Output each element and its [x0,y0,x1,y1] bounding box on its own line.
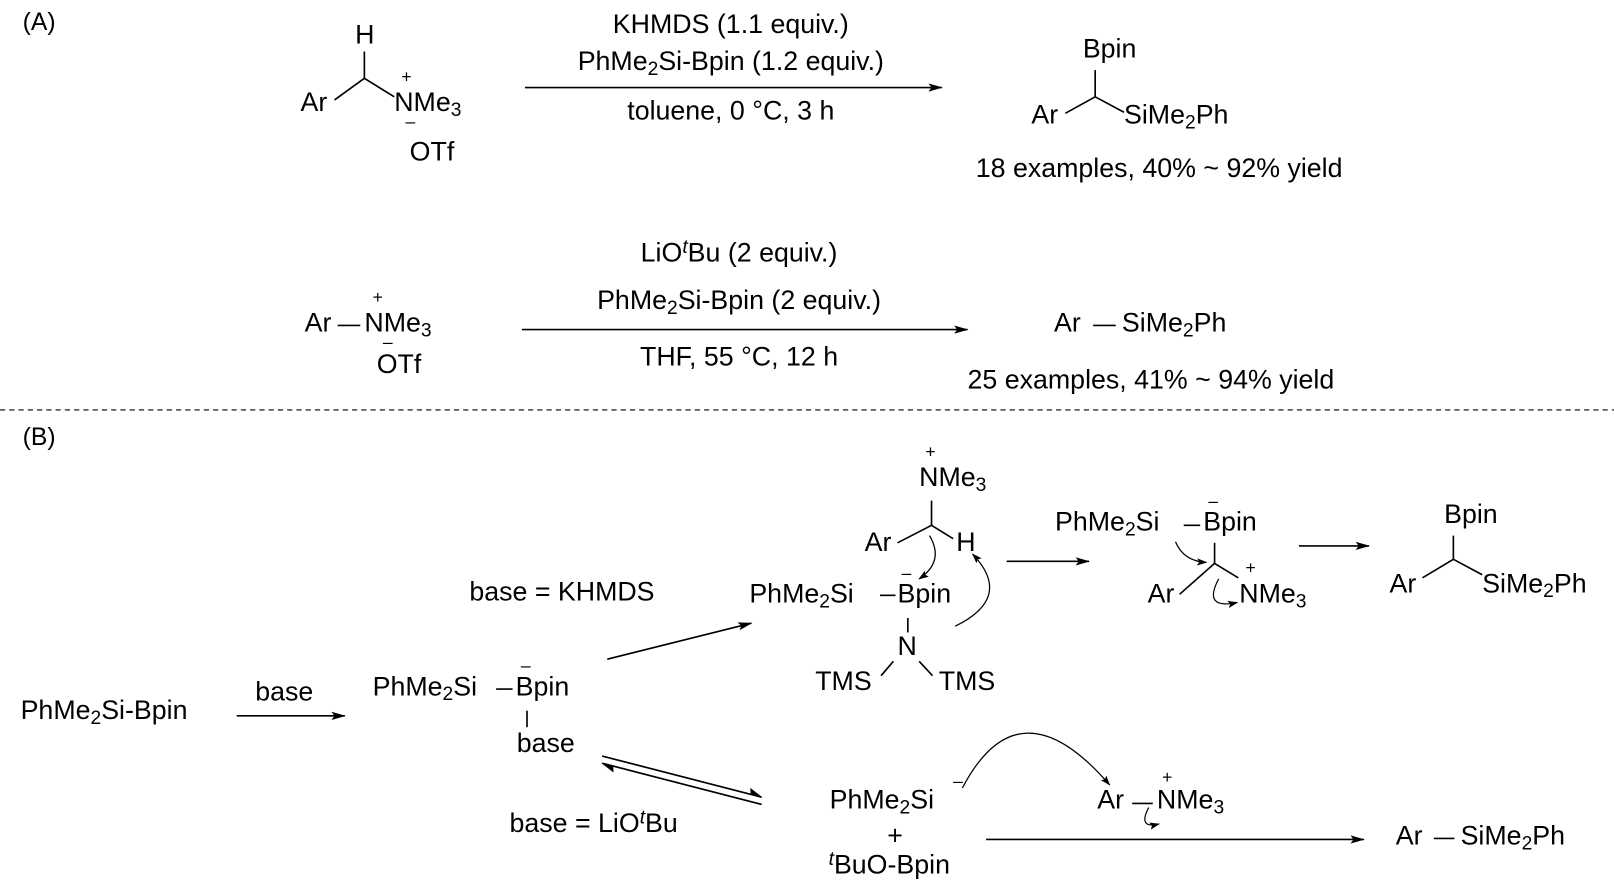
bpin-label: Bpin [1203,505,1257,537]
scope-text: 25 examples, 41% ~ 94% yield [967,363,1335,395]
silyl-label: PhMe2Si [1055,505,1160,540]
panel-b-label: (B) [22,423,56,452]
nitrogen-label: N [897,630,917,662]
scope-text: 18 examples, 40% ~ 92% yield [975,152,1343,184]
minus-charge: – [1208,491,1219,511]
minus-charge: – [901,563,912,583]
plus-sign: + [887,819,903,851]
minus-charge: – [520,656,531,676]
minus-charge: – [382,332,393,353]
silyl-anion-label: PhMe2Si [829,783,935,818]
condition-reagent: PhMe2Si-Bpin (1.2 equiv.) [577,45,884,79]
bond [334,77,365,101]
minus-charge: – [953,771,963,792]
hydrogen-label: H [956,526,976,558]
path-khmds-label: base = KHMDS [469,575,655,607]
plus-charge: + [1162,767,1173,787]
aryl-label: Ar [304,306,332,338]
panel-a-label: (A) [22,8,56,37]
counterion-label: OTf [376,348,422,380]
minus-charge: – [405,112,416,132]
bond [1064,96,1096,115]
curved-arrow [961,732,1111,789]
condition-reagent: LiOtBu (2 equiv.) [640,235,838,268]
aryl-label: Ar [1389,567,1417,599]
aryl-label: Ar [1031,98,1059,130]
aryl-label: Ar [1097,783,1124,815]
plus-charge: + [401,66,412,87]
curved-arrow [954,553,991,627]
aryl-label: Ar [1395,819,1423,851]
silyl-label: PhMe2Si [749,577,854,612]
curved-arrow [1144,807,1160,830]
bpin-label: Bpin [1444,498,1498,530]
plus-charge: + [372,287,383,307]
borate-label: tBuO-Bpin [828,847,950,880]
curved-arrow [1174,541,1208,566]
silyl-label: SiMe2Ph [1460,819,1566,854]
arrow-khmds [607,622,753,660]
ammonium-label: NMe3 [919,461,987,496]
silyl-label: SiMe2Ph [1482,567,1587,602]
aryl-label: Ar [864,526,892,558]
path-liotbu-label: base = LiOtBu [509,806,678,839]
bpin-label: Bpin [515,670,570,702]
start-reagent: PhMe2Si-Bpin [20,694,188,728]
condition-solvent: toluene, 0 °C, 3 h [627,94,835,126]
condition-reagent: PhMe2Si-Bpin (2 equiv.) [597,284,881,318]
base-label: base [516,727,575,759]
tms-label: TMS [938,665,996,697]
silyl-label: SiMe2Ph [1121,306,1227,341]
aryl-label: Ar [1147,577,1175,609]
base-label: base [255,675,314,707]
bond [363,77,395,98]
bond [1094,96,1125,113]
aryl-label: Ar [1054,306,1081,338]
ammonium-label: NMe3 [394,86,462,121]
bpin-label: Bpin [1082,32,1137,64]
curved-arrow [918,535,936,580]
aryl-label: Ar [300,86,328,118]
condition-solvent: THF, 55 °C, 12 h [639,340,839,372]
equilibrium-arrow-forward [601,755,763,799]
condition-reagent: KHMDS (1.1 equiv.) [612,8,849,40]
plus-charge: + [925,441,936,462]
ammonium-label: NMe3 [364,306,432,341]
plus-charge: + [1245,558,1256,578]
ammonium-label: NMe3 [1239,577,1307,612]
equilibrium-arrow-back [601,762,762,806]
curved-arrow [1212,578,1239,608]
bpin-label: Bpin [897,577,952,609]
counterion-label: OTf [409,135,455,167]
tms-label: TMS [815,665,872,697]
hydrogen-label: H [355,18,375,50]
silyl-label: PhMe2Si [372,670,478,705]
ammonium-label: NMe3 [1156,783,1225,818]
silyl-label: SiMe2Ph [1123,98,1229,133]
